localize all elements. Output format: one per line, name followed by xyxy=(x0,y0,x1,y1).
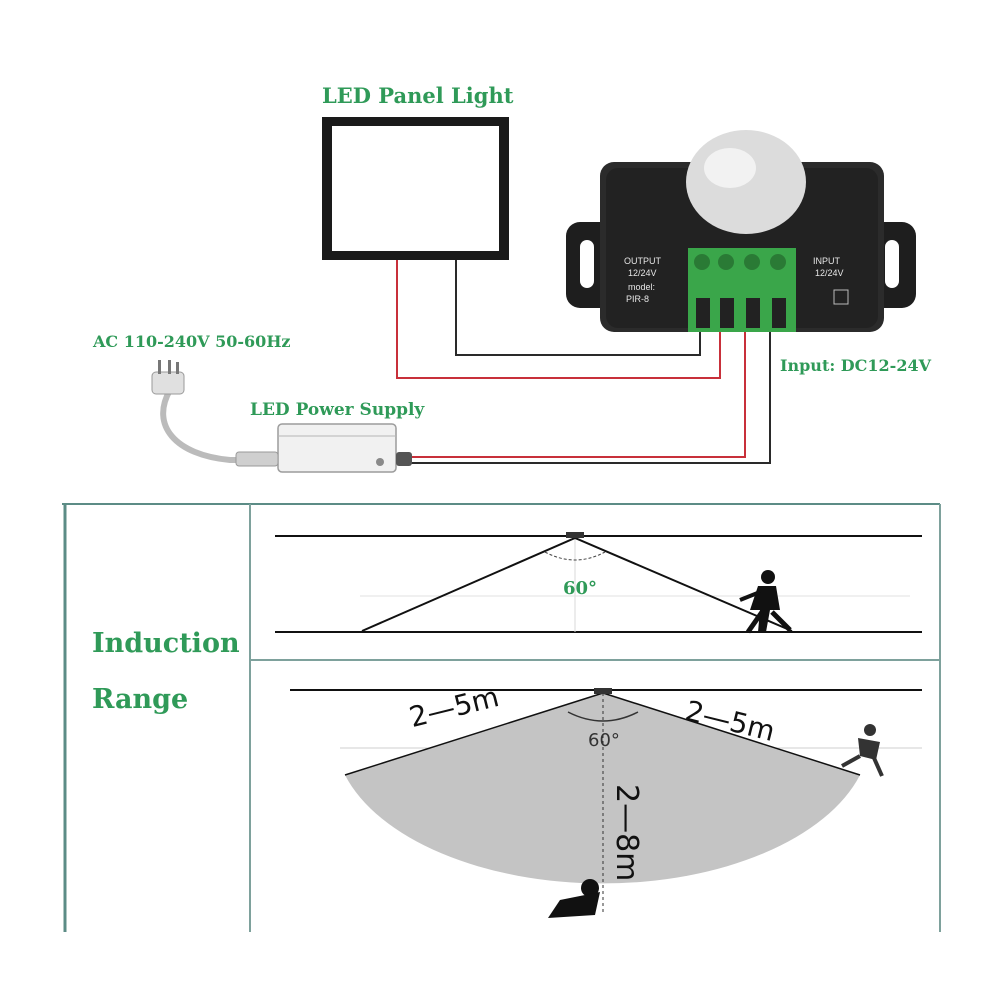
sensor-input-label: INPUT xyxy=(813,256,841,266)
top-angle-label: 60° xyxy=(588,730,620,751)
sensor-model-label: model: xyxy=(628,282,655,292)
ac-cable xyxy=(160,388,280,463)
side-angle-label: 60° xyxy=(563,578,598,599)
red-wire-psu xyxy=(405,320,746,458)
ac-plug-icon xyxy=(151,360,185,395)
top-view-diagram xyxy=(290,688,922,918)
bin-icon xyxy=(833,289,849,305)
person-running-icon xyxy=(841,724,884,777)
wires xyxy=(160,260,771,464)
led-panel-light xyxy=(322,117,509,260)
person-crouching-icon xyxy=(548,879,600,918)
pir-sensor-module xyxy=(566,130,916,332)
ac-input-label: AC 110-240V 50-60Hz xyxy=(93,332,291,351)
sensor-model-value: PIR-8 xyxy=(626,294,649,304)
sensor-output-label: OUTPUT xyxy=(624,256,662,266)
induction-range-frame xyxy=(62,503,941,932)
dc-input-label: Input: DC12-24V xyxy=(780,356,931,375)
led-power-supply-label: LED Power Supply xyxy=(250,400,425,420)
black-wire-panel xyxy=(455,260,701,356)
sensor-input-voltage: 12/24V xyxy=(815,268,844,278)
induction-title-line1: Induction xyxy=(92,628,240,659)
led-power-supply xyxy=(235,423,412,473)
sensor-output-voltage: 12/24V xyxy=(628,268,657,278)
detection-sector xyxy=(345,693,860,884)
black-wire-psu xyxy=(405,320,771,464)
range-depth-label: 2—8m xyxy=(609,784,644,882)
side-view-diagram xyxy=(275,532,922,634)
led-panel-light-label: LED Panel Light xyxy=(322,83,514,108)
induction-title-line2: Range xyxy=(92,684,189,715)
red-wire-panel xyxy=(396,260,721,379)
walking-person-icon xyxy=(739,570,792,634)
